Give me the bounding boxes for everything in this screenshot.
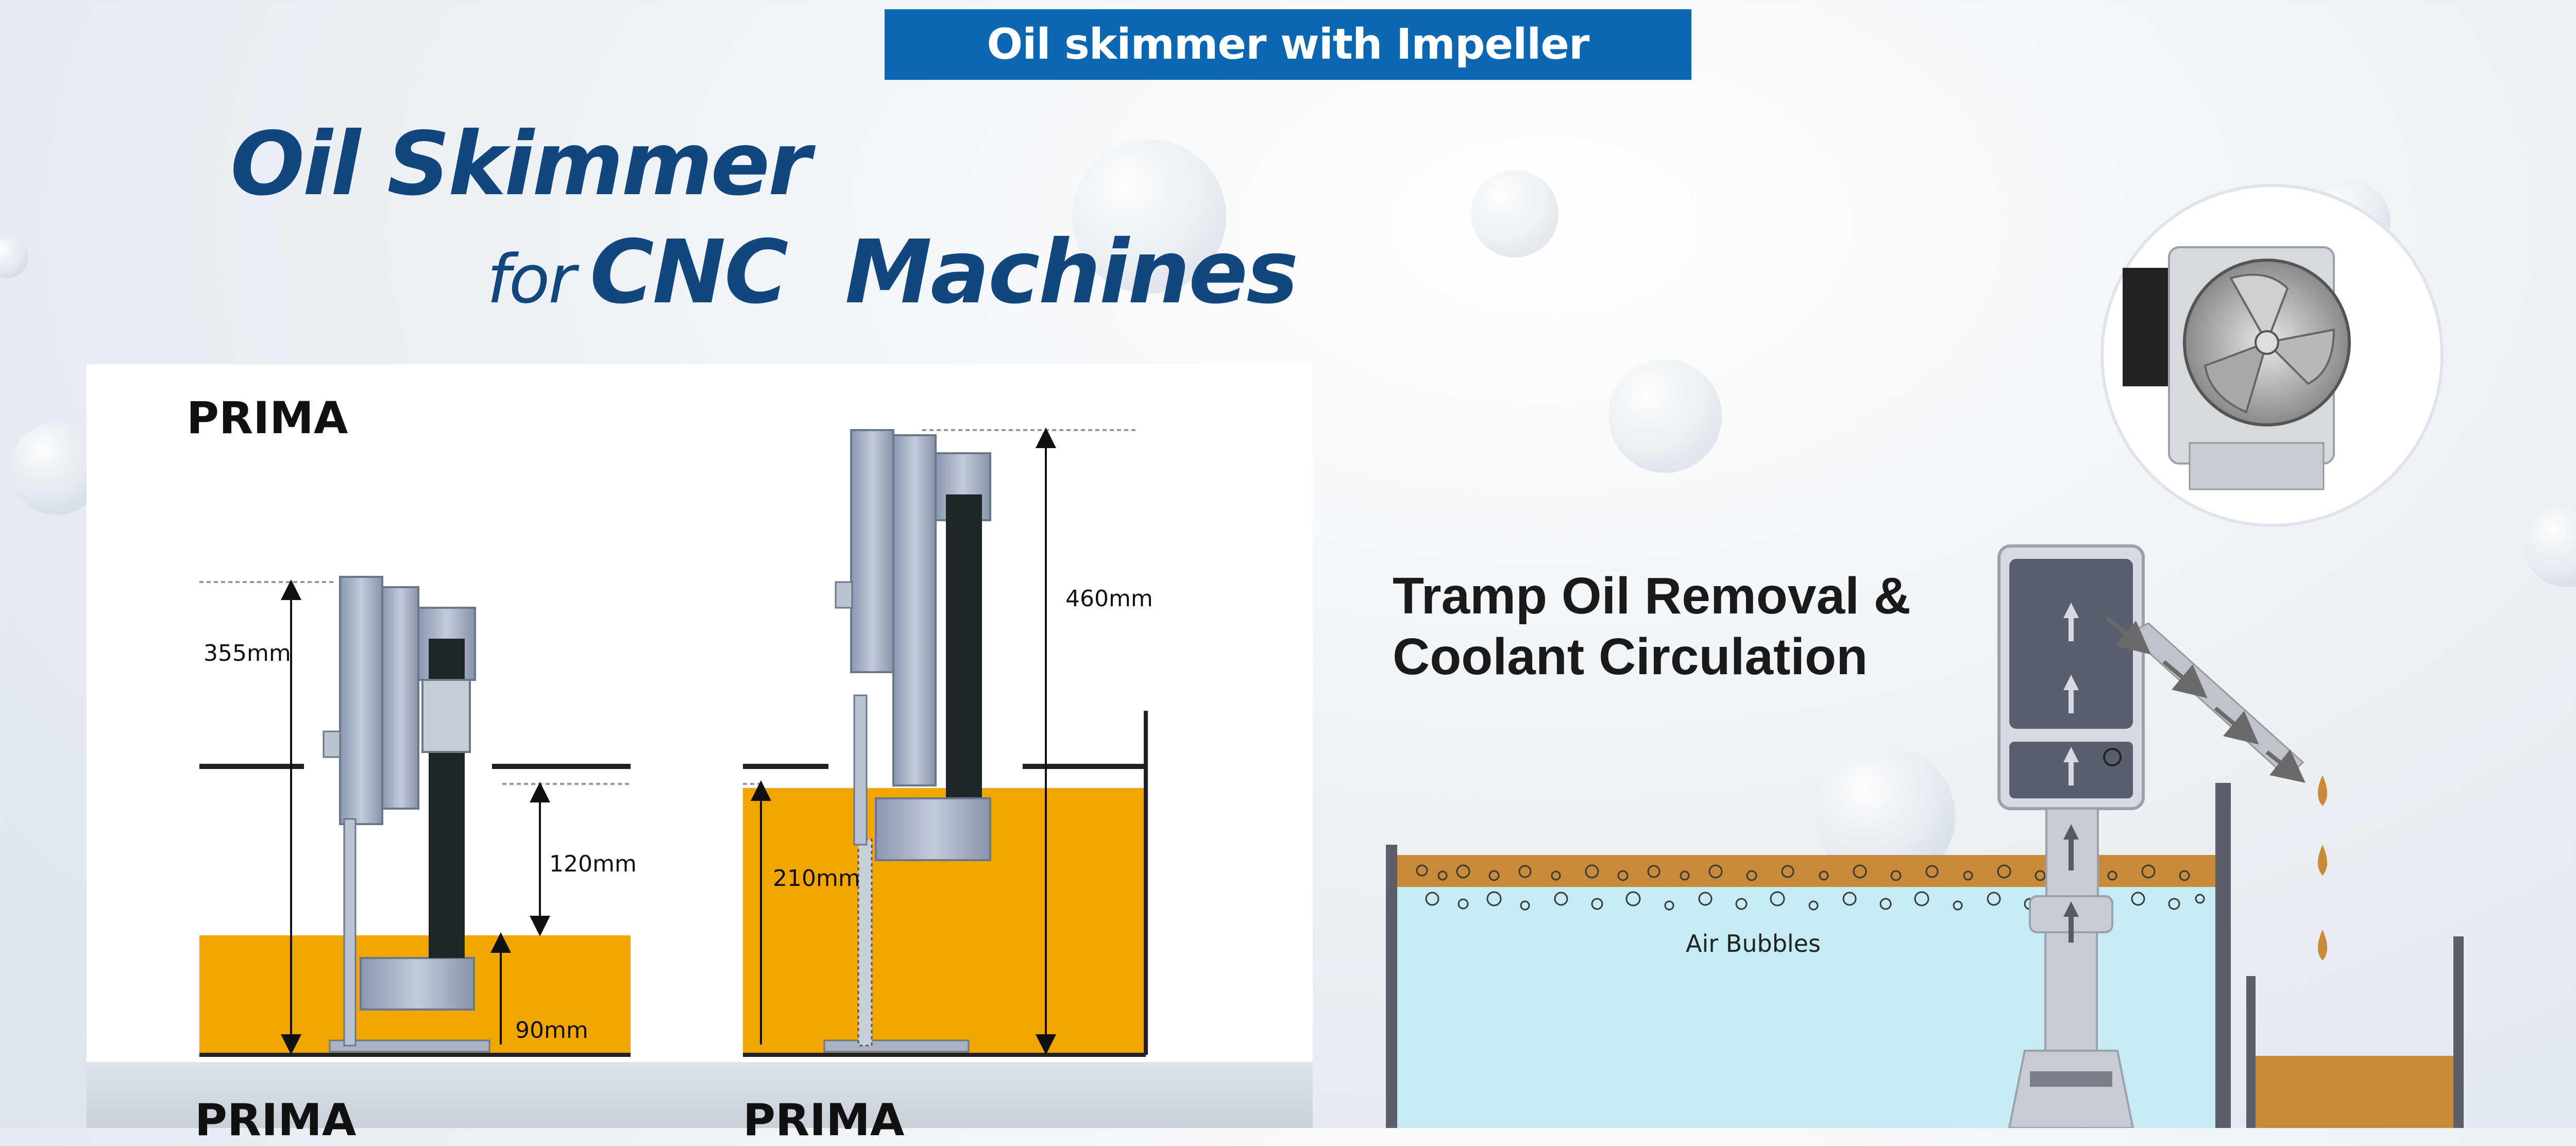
bubble-decoration [0, 237, 28, 278]
dim-label-210: 210mm [773, 865, 860, 892]
diagram-1 [199, 576, 631, 1057]
skimmer-base-1 [360, 957, 475, 1011]
bubble-decoration [1816, 747, 1955, 886]
air-bubbles-label: Air Bubbles [1686, 930, 1821, 957]
oil-drop-icon [2318, 930, 2327, 961]
oil-drop-icon [2318, 845, 2327, 876]
flow-up-arrows-lower [2063, 824, 2079, 943]
skimmer-motor-1 [381, 586, 419, 810]
model-label-prima: PRIMA [187, 392, 348, 444]
skimmer-rod-1 [343, 818, 357, 1047]
bubble-decoration [1471, 170, 1558, 258]
oil-discharge [2106, 616, 2327, 961]
title-cnc-machines: CNC Machines [589, 221, 1299, 323]
bubble-decoration [1608, 360, 1722, 473]
dim-label-120: 120mm [549, 851, 637, 877]
impeller-inset [2100, 184, 2444, 527]
dim-label-90: 90mm [515, 1017, 588, 1044]
skimmer-belt-2 [946, 494, 982, 803]
diagram-panel-footer [87, 1062, 1313, 1128]
impeller-skimmer-unit [1997, 544, 2145, 1128]
skimmer-knob-1 [323, 730, 341, 758]
page-title-line1: Oil Skimmer [230, 113, 811, 215]
skimmer-rod-2 [853, 694, 868, 846]
skimmer-column-2 [850, 429, 894, 673]
oil-drop-icon [2318, 775, 2327, 806]
section-title-line2: Coolant Circulation [1393, 628, 1868, 686]
bubble-decoration [1072, 139, 1226, 294]
skimmer-base-2 [875, 797, 991, 861]
bubble-decoration [10, 422, 103, 515]
bubble-decoration [2524, 505, 2576, 587]
flow-up-arrows [2063, 603, 2079, 785]
dim-label-355: 355mm [204, 640, 291, 666]
skimmer-knob-2 [835, 581, 853, 609]
air-bubbles [1416, 864, 2205, 911]
dim-label-460: 460mm [1065, 586, 1153, 612]
banner-text: Oil skimmer with Impeller [987, 20, 1590, 69]
header-banner: Oil skimmer with Impeller [885, 9, 1691, 80]
oil-collection-tank [2246, 936, 2464, 1128]
skimmer-motor-2 [892, 434, 937, 786]
skimmer-column-1 [339, 576, 383, 825]
skimmer-housing-1 [421, 679, 471, 753]
title-for-word: for [487, 240, 576, 318]
section-title: Tramp Oil Removal & Coolant Circulation [1393, 566, 1911, 687]
diagram-2 [743, 427, 1148, 1057]
section-title-line1: Tramp Oil Removal & [1393, 567, 1911, 625]
skimmer-foot-1 [329, 1039, 490, 1053]
